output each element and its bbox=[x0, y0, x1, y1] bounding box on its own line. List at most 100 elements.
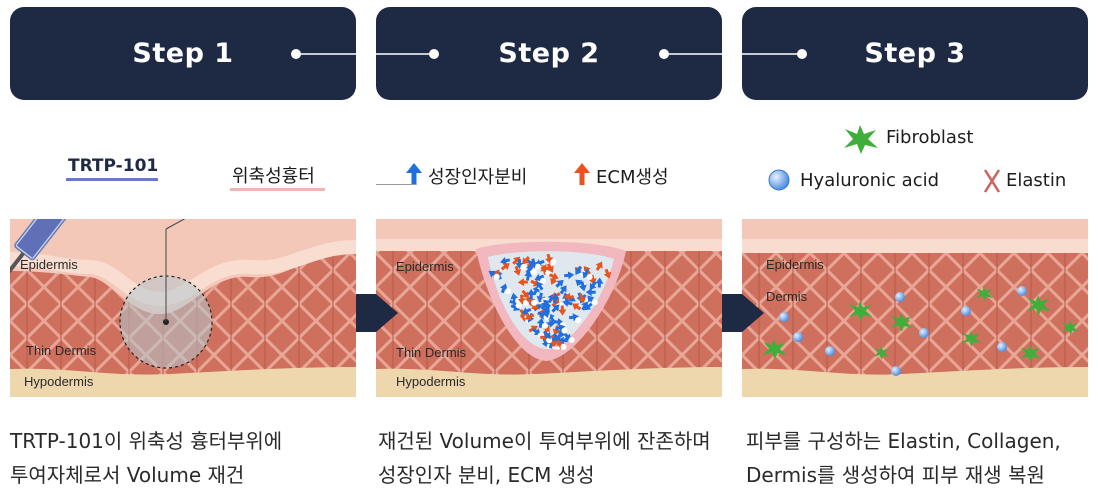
particle bbox=[560, 344, 567, 350]
growth-factor-arrow bbox=[543, 299, 551, 308]
legend-growth: 성장인자분비 bbox=[428, 167, 528, 188]
growth-factor-arrow bbox=[542, 307, 551, 318]
ecm-arrow bbox=[540, 264, 551, 273]
legend-hyaluronic-acid: Hyaluronic acid bbox=[800, 170, 940, 191]
ecm-arrow bbox=[517, 294, 526, 305]
growth-factor-arrow bbox=[581, 301, 589, 311]
particle bbox=[591, 299, 598, 306]
hyaluronic-acid-particles bbox=[779, 286, 1027, 376]
growth-factor-arrow bbox=[562, 299, 573, 307]
ecm-arrow bbox=[595, 261, 603, 271]
scar-underline bbox=[230, 188, 325, 191]
ecm-arrow-icon bbox=[574, 163, 590, 185]
growth-factor-arrow bbox=[557, 336, 568, 345]
step-connectors bbox=[291, 49, 807, 59]
caption-step-3: 피부를 구성하는 Elastin, Collagen, Dermis를 생성하여… bbox=[746, 424, 1061, 492]
caption-step-1: TRTP-101이 위축성 흉터부위에 투여자체로서 Volume 재건 bbox=[10, 424, 282, 492]
ecm-arrow bbox=[517, 278, 528, 287]
growth-factor-arrow bbox=[555, 324, 566, 332]
ecm-arrow bbox=[522, 255, 530, 265]
particle bbox=[561, 327, 568, 334]
particle bbox=[575, 317, 582, 324]
growth-factor-arrow bbox=[559, 285, 567, 295]
particle bbox=[568, 337, 575, 343]
hyaluronic-acid-icon bbox=[768, 169, 790, 191]
drug-underline bbox=[66, 178, 158, 181]
growth-factor-arrow bbox=[589, 280, 597, 290]
growth-factor-arrow bbox=[552, 333, 562, 341]
growth-factor-arrow bbox=[555, 279, 564, 288]
scar-label: 위축성흉터 bbox=[232, 166, 315, 187]
ecm-arrow bbox=[500, 263, 510, 271]
growth-factor-arrow bbox=[526, 259, 536, 267]
fibroblast-icon bbox=[844, 125, 878, 154]
ecm-arrow bbox=[521, 289, 530, 299]
layer-dermis-3: Dermis bbox=[766, 289, 808, 304]
legend-fibroblast: Fibroblast bbox=[886, 127, 974, 148]
ecm-arrow bbox=[558, 305, 567, 316]
caption-line: 성장인자 분비, ECM 생성 bbox=[378, 463, 595, 487]
particle bbox=[540, 277, 547, 284]
connector-dot bbox=[659, 49, 669, 59]
particle bbox=[542, 322, 548, 329]
caption-line: 투여자체로서 Volume 재건 bbox=[10, 463, 245, 487]
skin-panel-1: Epidermis Thin Dermis Hypodermis bbox=[10, 219, 356, 397]
growth-factor-arrow bbox=[578, 281, 587, 292]
growth-factor-arrow bbox=[545, 319, 556, 328]
layer-hypodermis-2: Hypodermis bbox=[396, 374, 466, 389]
ecm-arrow bbox=[563, 292, 574, 301]
ecm-arrow bbox=[524, 312, 535, 321]
particle bbox=[505, 288, 512, 295]
legend-ecm: ECM생성 bbox=[596, 167, 669, 188]
growth-factor-arrow bbox=[585, 288, 596, 297]
legend-rule bbox=[376, 184, 416, 185]
skin-illustration-3 bbox=[742, 219, 1088, 397]
growth-factor-arrow bbox=[500, 283, 508, 294]
layer-epidermis-3: Epidermis bbox=[766, 257, 824, 272]
growth-factor-arrow bbox=[564, 271, 575, 280]
caption-line: 피부를 구성하는 Elastin, Collagen, bbox=[746, 429, 1061, 453]
ecm-arrow bbox=[525, 296, 536, 305]
growth-factor-arrow bbox=[553, 318, 564, 326]
growth-factor-arrow bbox=[595, 277, 604, 288]
growth-factor-arrow bbox=[521, 307, 532, 315]
particle bbox=[545, 269, 552, 276]
connector-dot bbox=[291, 49, 301, 59]
particle bbox=[586, 274, 593, 280]
legend-elastin: Elastin bbox=[1006, 170, 1067, 191]
growth-factor-arrow bbox=[534, 273, 545, 282]
growth-factor-arrow bbox=[527, 289, 536, 299]
skin-illustration-2 bbox=[376, 219, 722, 397]
growth-factor-arrow bbox=[575, 265, 583, 276]
caption-line: 재건된 Volume이 투여부위에 잔존하며 bbox=[378, 429, 711, 453]
step-2-label: Step 2 bbox=[498, 38, 600, 69]
layer-hypodermis-1: Hypodermis bbox=[24, 374, 94, 389]
particle bbox=[493, 273, 500, 280]
step-1-label: Step 1 bbox=[132, 38, 234, 69]
particle bbox=[520, 264, 527, 270]
skin-illustration-1 bbox=[10, 219, 356, 397]
growth-arrow-icon bbox=[406, 163, 422, 185]
progress-arrow-icon bbox=[356, 294, 398, 332]
ecm-arrow bbox=[550, 275, 558, 285]
layer-thin-dermis-1: Thin Dermis bbox=[26, 343, 97, 358]
caption-line: TRTP-101이 위축성 흉터부위에 bbox=[10, 429, 283, 453]
growth-factor-arrow bbox=[524, 270, 533, 281]
particle bbox=[531, 299, 538, 306]
ecm-arrow bbox=[572, 303, 582, 311]
caption-step-2: 재건된 Volume이 투여부위에 잔존하며 성장인자 분비, ECM 생성 bbox=[378, 424, 711, 492]
layer-epidermis-2: Epidermis bbox=[396, 259, 454, 274]
growth-factor-arrow bbox=[582, 268, 590, 279]
growth-factor-arrow bbox=[536, 317, 545, 328]
growth-factor-arrow bbox=[525, 264, 533, 274]
particle bbox=[550, 259, 557, 265]
skin-panel-2: Epidermis Thin Dermis Hypodermis bbox=[376, 219, 722, 397]
layer-epidermis-1: Epidermis bbox=[20, 257, 78, 272]
progress-arrow-icon bbox=[722, 294, 764, 332]
growth-factor-arrow bbox=[536, 292, 545, 303]
ecm-arrow bbox=[603, 268, 612, 279]
growth-factor-arrow bbox=[551, 293, 560, 304]
connector-dot bbox=[797, 49, 807, 59]
particle bbox=[530, 268, 537, 275]
connector-dot bbox=[429, 49, 439, 59]
